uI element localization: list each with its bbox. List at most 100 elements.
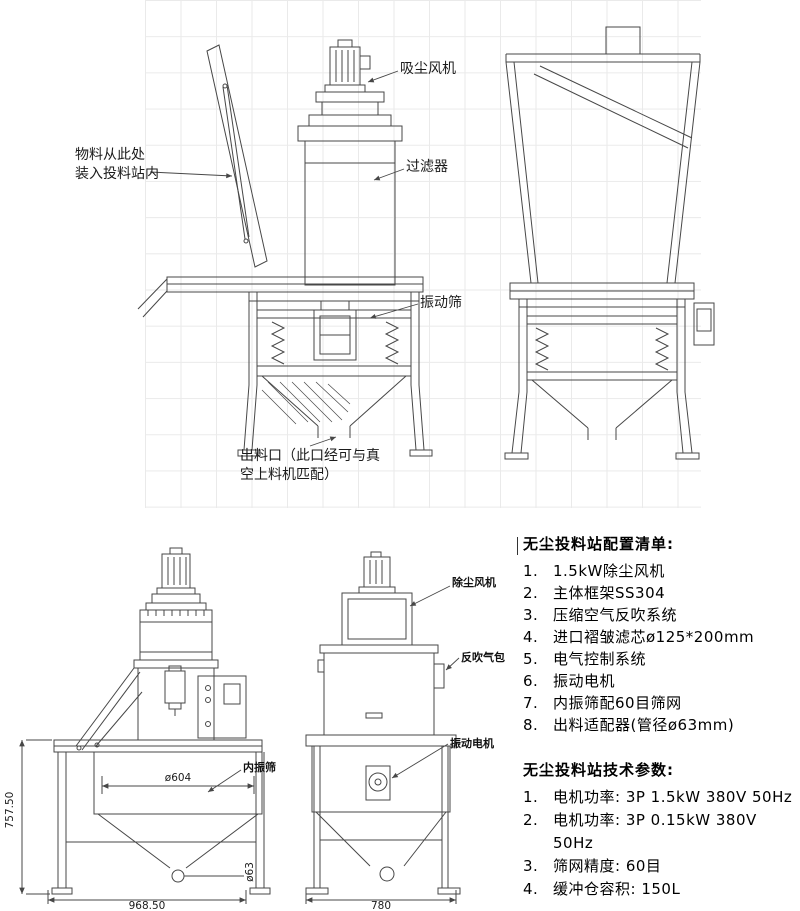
control-panel-box [197,675,247,739]
item-number: 6. [523,672,539,690]
label-inner-screen: 内振筛 [243,761,276,774]
dim-side-width: 780 [371,900,391,911]
label-outlet-line2: 空上料机匹配） [240,467,338,483]
item-number: 4. [523,880,539,898]
suspension-springs [270,321,400,365]
open-lid-panel [206,44,268,268]
item-text: 进口褶皱滤芯ø125*200mm [553,628,755,646]
label-vibration-motor: 振动电机 [450,737,494,750]
legs [237,384,433,457]
label-filter: 过滤器 [406,159,448,175]
backblow-airbag [433,663,445,689]
item-text: 1.5kW除尘风机 [553,562,665,580]
filter-housing [133,609,219,669]
side-control-box [693,302,715,346]
label-dust-fan: 吸尘风机 [400,61,456,77]
lid-prop-arm [75,667,143,751]
top-cap [605,26,641,55]
table-top [53,739,263,753]
upper-body [137,665,215,740]
config-list-item-3: 3. 压缩空气反吹系统 [523,604,797,626]
leader-vibrating-screen [369,303,419,319]
config-list-item-8: 8. 出料适配器(管径ø63mm) [523,714,797,736]
leader-material-inlet [149,171,233,179]
item-number: 2. [523,811,539,829]
label-outlet-line1: 出料口（此口经可与真 [240,448,380,464]
label-material-inlet-line2: 装入投料站内 [75,166,159,182]
buffer-drum [93,751,263,815]
leader-lines [149,70,419,447]
label-outlet: 出料口（此口经可与真 空上料机匹配） [240,447,380,485]
leader-inner-screen [207,769,242,793]
tech-param-item-2: 2. 电机功率: 3P 0.15kW 380V 50Hz [523,809,797,855]
dimension-drawings-svg: 757.50 ø604 968.50 ø63 780 [4,547,461,911]
table-top [137,276,424,318]
dimension-overall-width [47,890,247,904]
item-number: 4. [523,628,539,646]
item-number: 3. [523,857,539,875]
config-list-item-1: 1. 1.5kW除尘风机 [523,560,797,582]
config-list-item-5: 5. 电气控制系统 [523,648,797,670]
dimension-front-view [19,547,271,904]
discharge-cone [531,379,673,440]
dim-overall-height: 757.50 [4,792,16,829]
config-list-item-2: 2. 主体框架SS304 [523,582,797,604]
item-number: 3. [523,606,539,624]
support-frame [248,292,420,385]
table-top [305,734,457,747]
legs [504,391,700,460]
dust-fan-motor [145,547,207,611]
tech-param-item-4: 4. 缓冲仓容积: 150L [523,878,797,901]
discharge-cone [261,375,407,438]
motor-adapter [308,91,392,127]
item-number: 8. [523,716,539,734]
legs [51,752,271,895]
title-divider-line [517,537,518,555]
config-list-item-4: 4. 进口褶皱滤芯ø125*200mm [523,626,797,648]
item-text: 缓冲仓容积: 150L [553,880,681,898]
overview-front-view [137,39,433,457]
item-text: 主体框架SS304 [553,584,666,602]
suction-fan-motor [324,39,371,93]
legs [305,746,461,895]
dust-fan-motor [358,551,396,594]
hopper-rim [509,282,695,300]
leader-outlet [309,436,337,447]
discharge-cone [315,811,447,882]
item-text: 压缩空气反吹系统 [553,606,678,624]
tech-param-item-3: 3. 筛网精度: 60目 [523,855,797,878]
item-text: 内振筛配60目筛网 [553,694,682,712]
vibration-motor [365,765,391,801]
body [317,644,439,736]
filter-box [341,592,413,646]
item-number: 1. [523,562,539,580]
item-text: 出料适配器(管径ø63mm) [553,716,735,734]
vibrating-screen-deck [257,300,411,377]
overview-side-view [504,26,715,460]
buffer-drum [311,745,451,813]
item-text: 电机功率: 3P 0.15kW 380V 50Hz [553,811,757,852]
item-text: 筛网精度: 60目 [553,857,662,875]
config-list-title: 无尘投料站配置清单: [523,535,674,553]
item-text: 振动电机 [553,672,616,690]
label-material-inlet-line1: 物料从此处 [75,147,145,163]
tech-params-title: 无尘投料站技术参数: [523,761,674,779]
dimension-side-view [305,551,461,904]
suspension-springs [534,327,670,371]
leader-lines [207,585,460,793]
item-text: 电气控制系统 [553,650,647,668]
grid-paper-background [145,0,701,508]
discharge-cone [97,813,259,883]
config-list-item-6: 6. 振动电机 [523,670,797,692]
dim-overall-width: 968.50 [129,900,166,911]
leader-filter [373,168,405,181]
item-number: 5. [523,650,539,668]
leader-dust-fan [409,585,451,607]
label-backblow-airbag: 反吹气包 [461,651,505,664]
tech-param-item-1: 1. 电机功率: 3P 1.5kW 380V 50Hz [523,786,797,809]
leader-dust-fan [367,70,399,83]
hopper [505,53,701,284]
item-number: 7. [523,694,539,712]
config-list-item-7: 7. 内振筛配60目筛网 [523,692,797,714]
